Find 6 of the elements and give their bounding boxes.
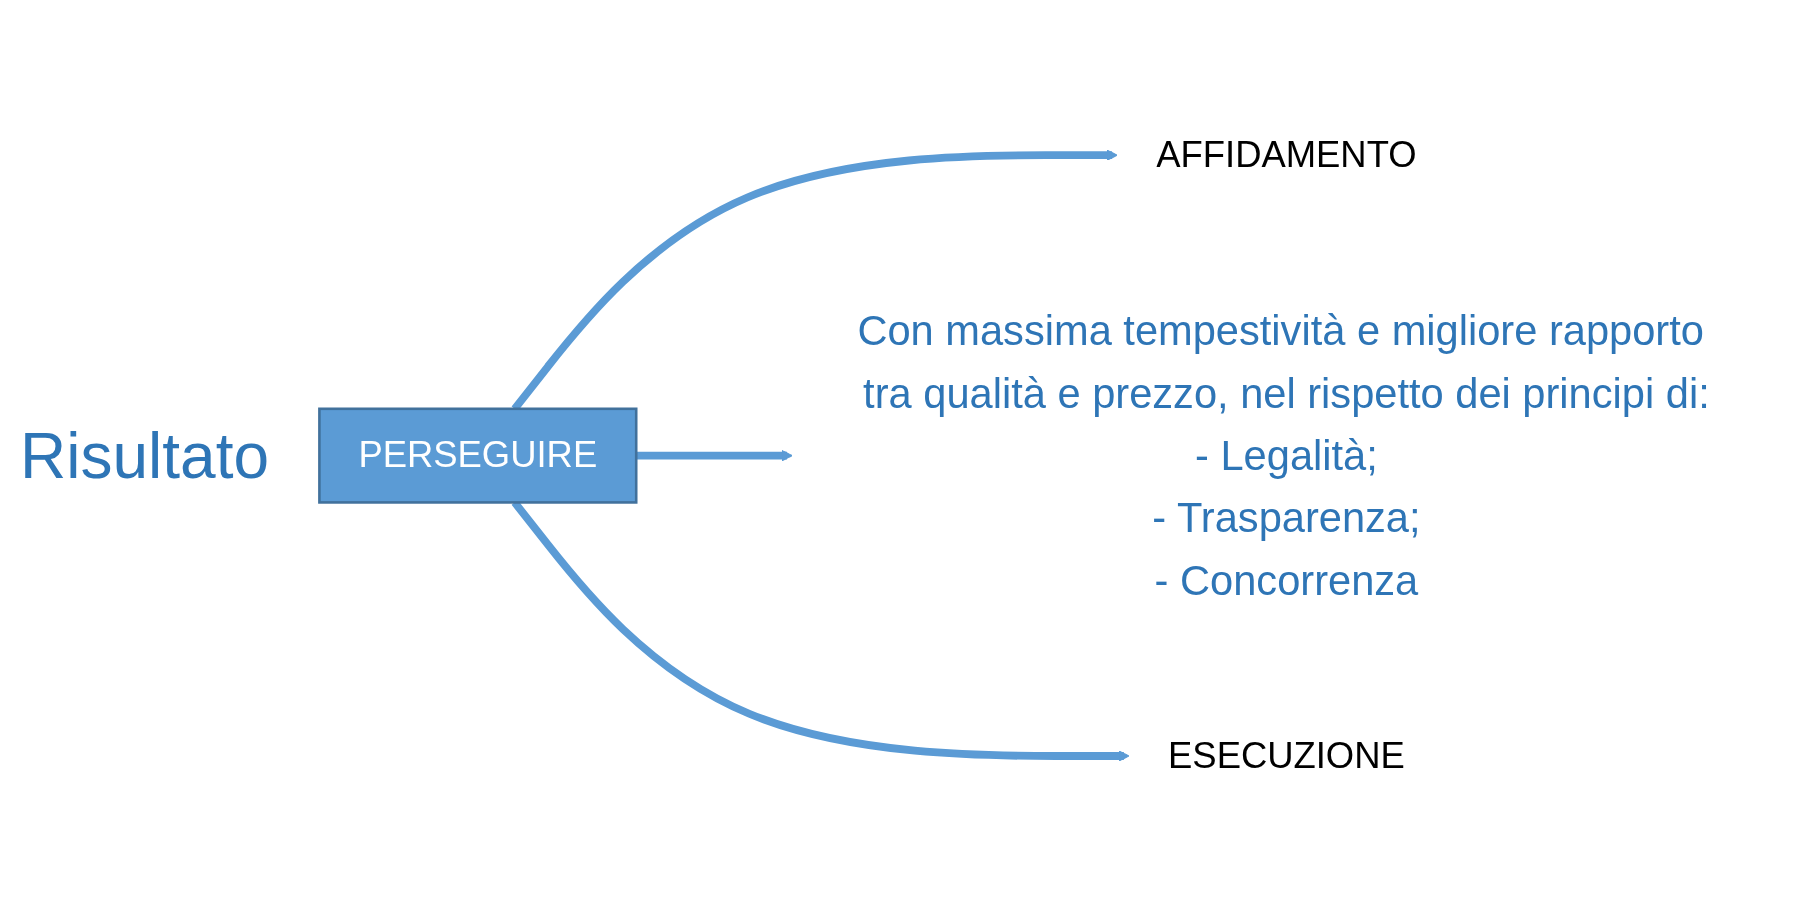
node-text: AFFIDAMENTO [1156,134,1417,175]
node-box: PERSEGUIRE [318,407,638,504]
arrow [636,449,793,462]
node-text: Con massima tempestività e migliore rapporto tra qualità e prezzo, nel rispetto dei principi di: - Legalità; - Trasparenza; - Concorrenza [857,307,1710,604]
node-text: ESECUZIONE [1168,735,1405,776]
side-label: Risultato [20,418,269,493]
